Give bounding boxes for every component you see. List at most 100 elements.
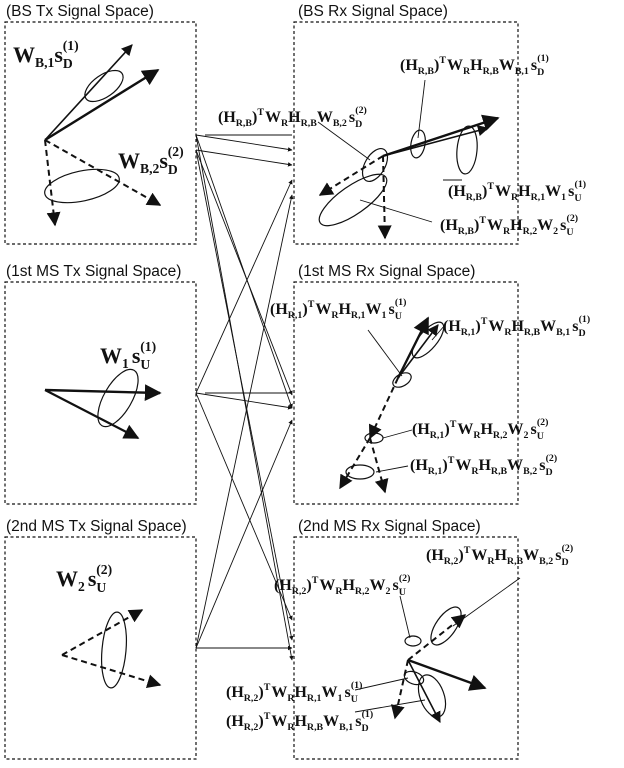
formula-s: s xyxy=(355,713,361,730)
formula-ssub: D xyxy=(537,67,544,78)
formula-W: W xyxy=(271,713,287,730)
formula-T: T xyxy=(308,299,315,310)
formula-ssup: (2) xyxy=(546,453,558,464)
formula-Wsub: R xyxy=(503,226,511,237)
formula-W: W xyxy=(319,577,335,594)
formula-ssub: D xyxy=(361,723,368,734)
formula-W2sub: 1 xyxy=(382,310,387,321)
formula-T: T xyxy=(264,682,271,693)
formula-ssub: U xyxy=(574,193,581,204)
formula-s: s xyxy=(572,318,578,335)
formula-H: H xyxy=(275,301,288,318)
formula-H: H xyxy=(231,684,244,701)
bs-tx-label-2: WB,2sD(2) xyxy=(118,144,184,177)
formula-H2: H xyxy=(470,57,483,74)
bs-tx-vectors xyxy=(44,44,162,227)
formula-W2sub: B,1 xyxy=(515,66,529,77)
formula-Wsub: R xyxy=(335,586,343,597)
formula-H: H xyxy=(405,57,418,74)
bs-rx-panel xyxy=(293,21,519,245)
formula-T: T xyxy=(264,711,271,722)
formula-H2: H xyxy=(480,421,493,438)
formula-W: W xyxy=(265,109,281,126)
formula-H2sub: R,B xyxy=(507,556,524,567)
formula-H: H xyxy=(417,421,430,438)
formula-ssup: (2) xyxy=(562,543,574,554)
formula-T: T xyxy=(257,107,264,118)
formula-W2: W xyxy=(317,109,333,126)
ms2-tx-panel xyxy=(4,536,197,760)
formula-H2: H xyxy=(518,183,531,200)
formula-H: H xyxy=(431,547,444,564)
formula-s: s xyxy=(560,217,566,234)
formula-ssup: (1) xyxy=(395,297,407,308)
formula-s: s xyxy=(344,684,350,701)
formula-H2: H xyxy=(511,318,524,335)
formula-T: T xyxy=(448,455,455,466)
formula-T: T xyxy=(464,545,471,556)
bs-rx-vectors xyxy=(317,79,500,240)
formula-W: W xyxy=(455,457,471,474)
formula-W: W xyxy=(271,684,287,701)
formula-W2sub: 2 xyxy=(553,226,558,237)
formula-H: H xyxy=(279,577,292,594)
bs-tx-title: (BS Tx Signal Space) xyxy=(6,3,154,20)
formula-W: W xyxy=(315,301,331,318)
formula-Hsub: R,2 xyxy=(244,722,259,733)
formula-T: T xyxy=(312,575,319,586)
formula-H: H xyxy=(415,457,428,474)
formula-H: H xyxy=(231,713,244,730)
formula-Wsub: R xyxy=(504,327,512,338)
formula-W2: W xyxy=(537,217,553,234)
ms1-rx-vectors xyxy=(339,316,446,494)
formula-ssup: (1) xyxy=(537,53,549,64)
formula-W2: W xyxy=(366,301,382,318)
formula-H2: H xyxy=(342,577,355,594)
formula-W: W xyxy=(457,421,473,438)
formula-T: T xyxy=(487,181,494,192)
formula-s: s xyxy=(568,183,574,200)
formula-H: H xyxy=(448,318,461,335)
formula-H2sub: R,1 xyxy=(351,310,366,321)
bs-tx-label-1: WB,1sD(1) xyxy=(13,38,79,71)
formula-Hsub: R,1 xyxy=(430,430,445,441)
formula-ssup: (2) xyxy=(537,417,549,428)
formula-Wsub: R xyxy=(487,556,495,567)
formula-ssup: (2) xyxy=(399,573,411,584)
formula-T: T xyxy=(439,55,446,66)
ms2-rx-vectors xyxy=(354,577,521,723)
formula-W2sub: 1 xyxy=(561,192,566,203)
formula-W2: W xyxy=(540,318,556,335)
formula-s: s xyxy=(530,421,536,438)
formula-H2: H xyxy=(510,217,523,234)
formula-Hsub: R,B xyxy=(458,226,475,237)
formula-W: W xyxy=(471,547,487,564)
formula-T: T xyxy=(481,316,488,327)
formula-W2sub: B,2 xyxy=(523,466,537,477)
formula-ssub: U xyxy=(399,587,406,598)
formula-H2sub: R,B xyxy=(307,722,324,733)
formula-W2: W xyxy=(508,421,524,438)
formula-W2sub: 1 xyxy=(338,693,343,704)
formula-H: H xyxy=(453,183,466,200)
formula-W2: W xyxy=(545,183,561,200)
formula-ssub: U xyxy=(566,227,573,238)
formula-Hsub: R,B xyxy=(466,192,483,203)
ms2-rx-title: (2nd MS Rx Signal Space) xyxy=(298,518,481,535)
formula-Hsub: R,1 xyxy=(461,327,476,338)
bs-rx-title: (BS Rx Signal Space) xyxy=(298,3,448,20)
formula-ssub: D xyxy=(355,119,362,130)
formula-W2: W xyxy=(523,547,539,564)
formula-W2: W xyxy=(499,57,515,74)
formula-Wsub: R xyxy=(471,466,479,477)
